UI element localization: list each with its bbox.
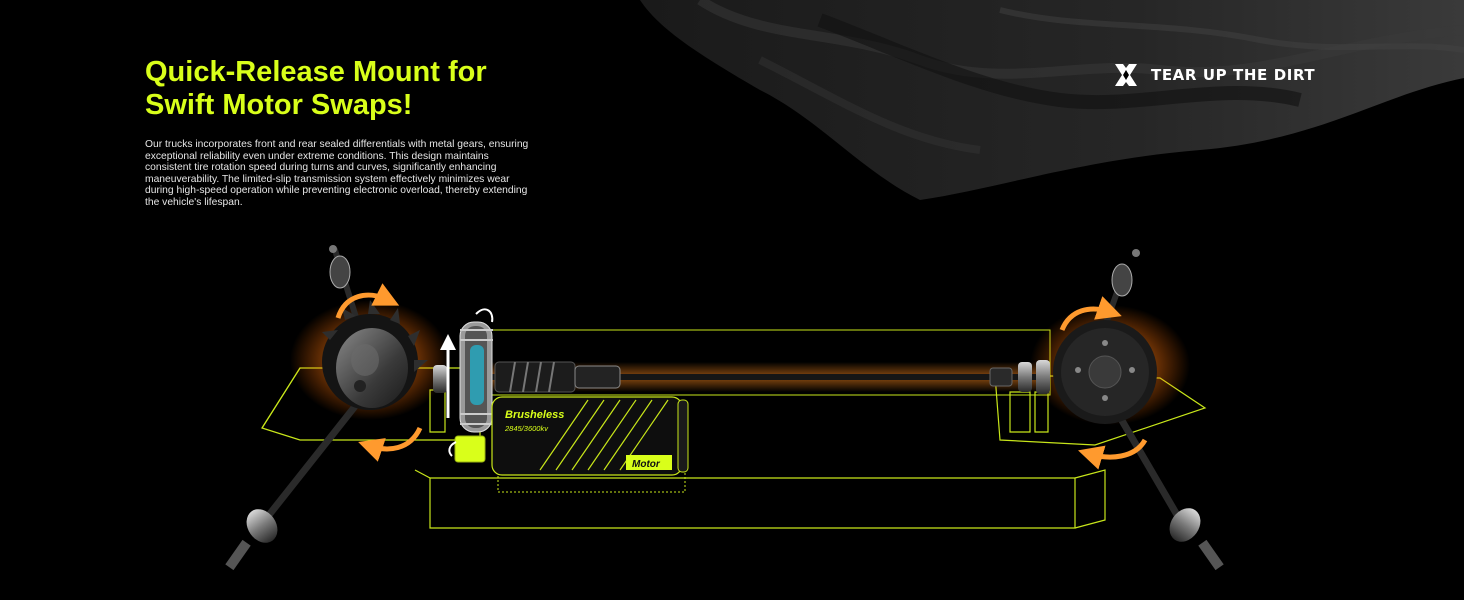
- brand-tagline: TEAR UP THE DIRT: [1113, 61, 1315, 89]
- rear-differential: [1053, 320, 1157, 424]
- headline: Quick-Release Mount for Swift Motor Swap…: [145, 56, 665, 122]
- rotation-arrow-icon: [335, 283, 1148, 470]
- description: Our trucks incorporates front and rear s…: [145, 139, 529, 208]
- x-logo-icon: [1115, 64, 1137, 86]
- sand-texture: [640, 0, 1464, 200]
- up-arrow-icon: [440, 334, 456, 418]
- tagline-text: TEAR UP THE DIRT: [1151, 66, 1316, 84]
- motor-tag: [626, 455, 672, 470]
- headline-line-1: Quick-Release Mount for: [145, 56, 487, 88]
- bearings: [433, 360, 1050, 394]
- pinion-gear: [454, 435, 486, 463]
- slipper-clutch: [494, 361, 621, 393]
- headline-line-2: Swift Motor Swaps!: [145, 89, 413, 121]
- motor-type-label: Brusheless: [505, 409, 564, 421]
- spur-gear: [459, 321, 493, 433]
- motor-name-label: Motor: [632, 459, 661, 470]
- cv-joints: [225, 245, 1224, 571]
- rotation-arrow-icon: [448, 308, 494, 457]
- motor-kv-label: 2845/3600kv: [504, 424, 549, 433]
- front-differential: [322, 300, 428, 410]
